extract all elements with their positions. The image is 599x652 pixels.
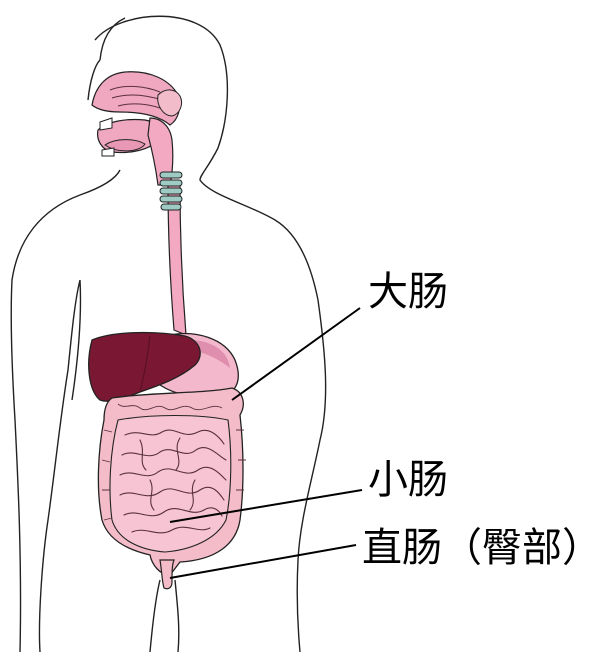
trachea-ring	[160, 188, 182, 194]
leader-line-large-intestine	[232, 308, 360, 400]
trachea-ring	[160, 180, 182, 186]
trachea-ring	[161, 204, 181, 210]
trachea-ring	[160, 172, 182, 178]
trachea	[160, 172, 182, 210]
label-small-intestine: 小肠	[368, 460, 448, 500]
label-rectum: 直肠（臀部）	[362, 528, 599, 568]
small-intestine	[110, 416, 231, 553]
label-large-intestine: 大肠	[368, 272, 448, 312]
rectum	[160, 560, 174, 589]
trachea-ring	[160, 196, 182, 202]
